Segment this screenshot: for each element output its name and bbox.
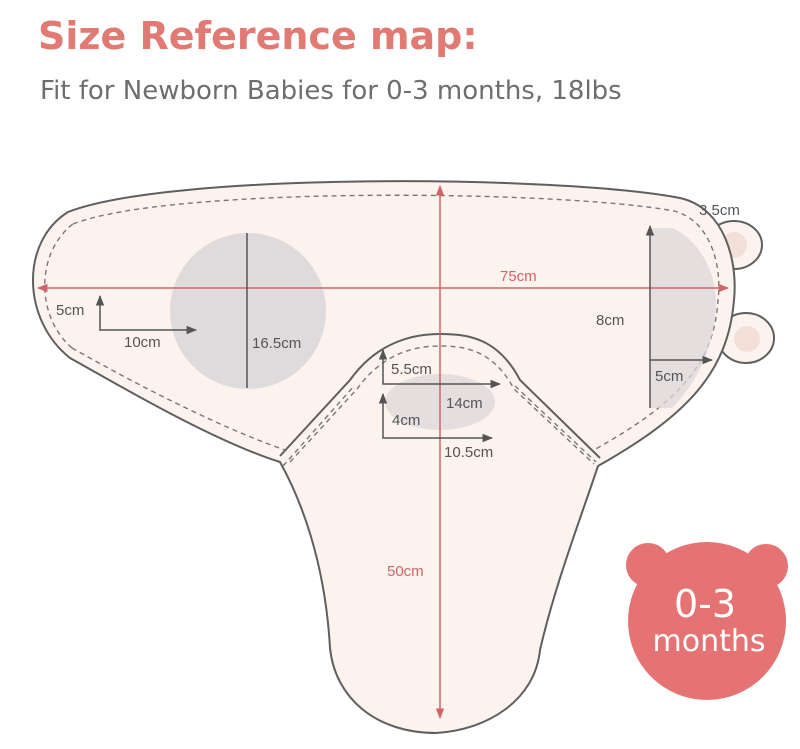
page-title: Size Reference map: — [38, 14, 478, 58]
label-4cm: 4cm — [392, 412, 420, 429]
stitch-bottom-seam — [282, 385, 597, 467]
neck-5.5-14-line — [378, 348, 502, 389]
side-panel — [650, 228, 716, 408]
label-10cm: 10cm — [124, 334, 161, 351]
stitch-left — [44, 223, 286, 451]
label-5cm-side: 5cm — [655, 368, 683, 385]
neck-stitch — [289, 345, 595, 465]
label-5.5cm: 5.5cm — [391, 361, 432, 378]
circle-5-10-line — [95, 294, 198, 335]
inner-4-10.5-line — [378, 392, 494, 443]
age-badge: 0-3 months — [626, 542, 788, 700]
label-10.5cm: 10.5cm — [444, 444, 493, 461]
label-8cm: 8cm — [596, 312, 624, 329]
label-16.5cm: 16.5cm — [252, 335, 301, 352]
label-5cm-circle: 5cm — [56, 302, 84, 319]
label-75cm: 75cm — [500, 268, 537, 285]
label-3.5cm: 3.5cm — [699, 202, 740, 219]
page-subtitle: Fit for Newborn Babies for 0-3 months, 1… — [40, 76, 622, 106]
swaddle-outline — [32, 180, 736, 735]
stitch-outer — [72, 194, 720, 451]
badge-unit: months — [653, 624, 766, 659]
badge-age-range: 0-3 — [674, 582, 736, 626]
label-50cm: 50cm — [387, 563, 424, 580]
label-14cm: 14cm — [446, 395, 483, 412]
circle-panel — [170, 233, 326, 389]
